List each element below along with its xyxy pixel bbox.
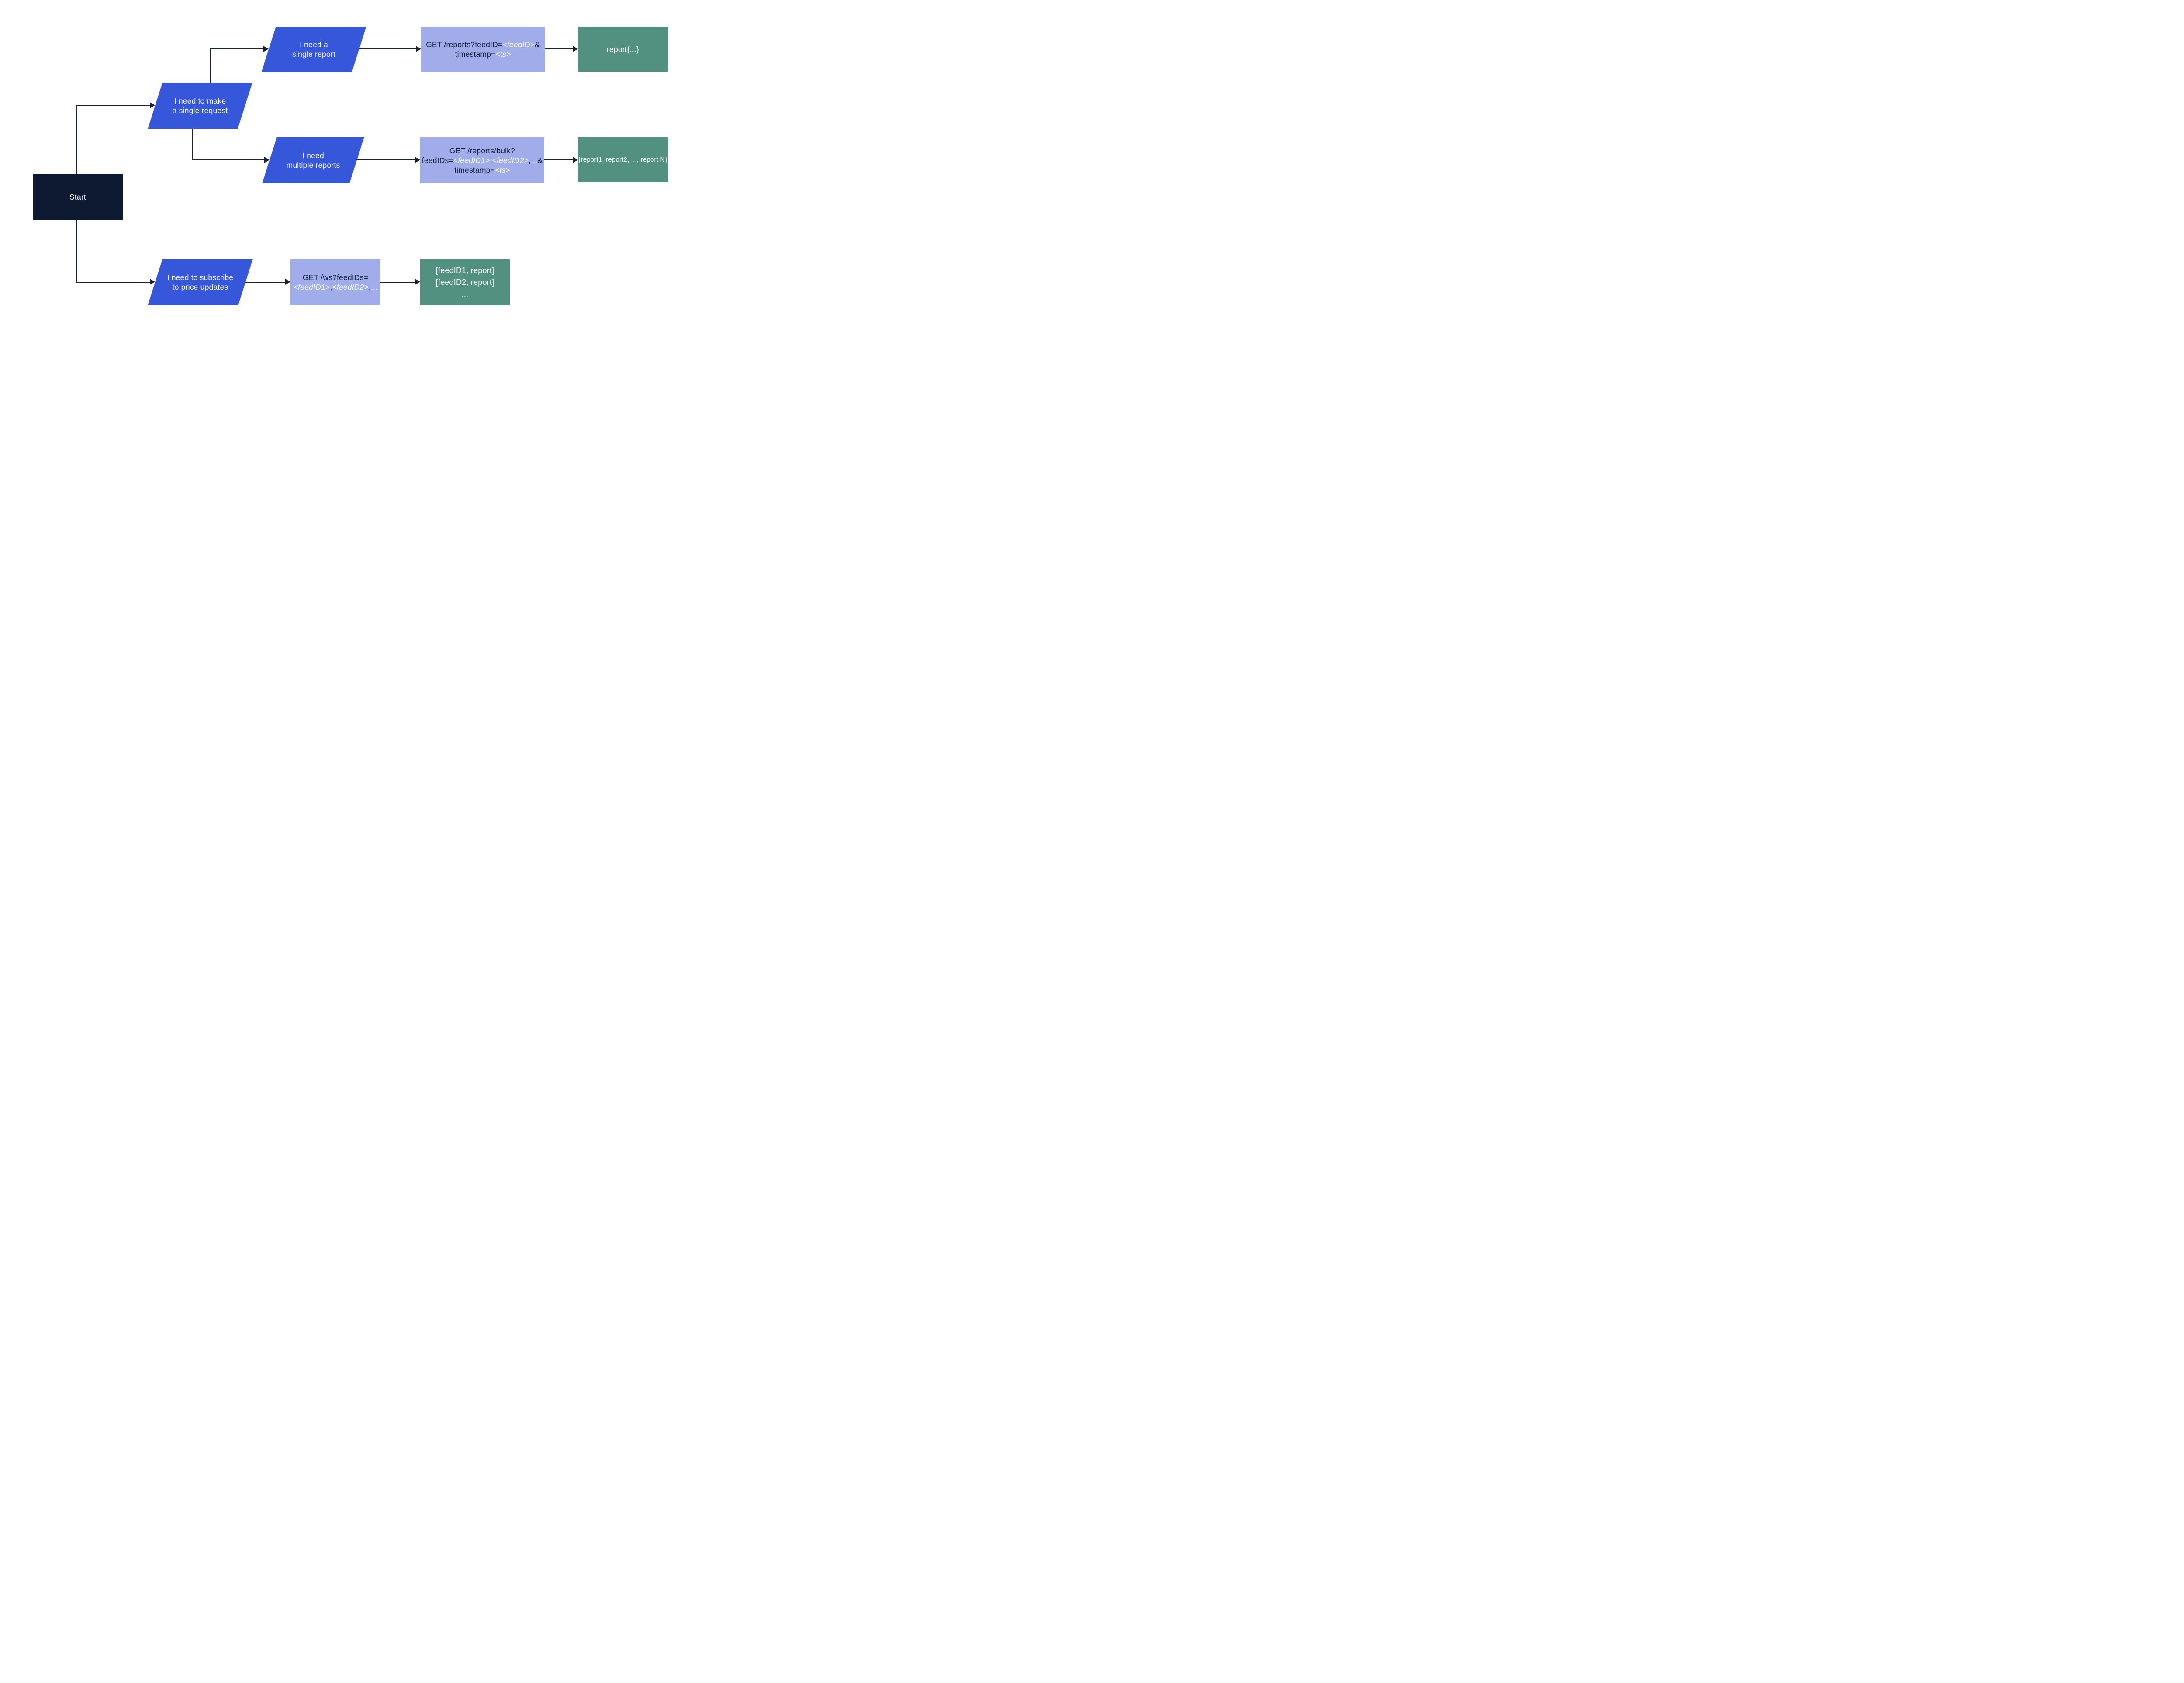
connector-segment	[545, 48, 573, 49]
result-label: [report1, report2, ..., report N]	[579, 156, 667, 163]
connector-segment	[359, 48, 416, 49]
placeholder-text: <ts>	[495, 165, 510, 174]
request-line: timestamp=<ts>	[455, 49, 511, 59]
start-node: Start	[33, 174, 123, 220]
result-websocket-box: [feedID1, report] [feedID2, report] ...	[420, 259, 510, 305]
request-box-shape	[421, 27, 545, 72]
choice-label-line: a single request	[172, 106, 228, 115]
choice-single-request-node: I need to make a single request	[148, 83, 252, 129]
choice-label-line: I need a	[300, 40, 328, 49]
request-bulk-reports-box: GET /reports/bulk? feedIDs=<feedID1>,<fe…	[420, 137, 544, 183]
arrow-head-icon	[573, 157, 578, 163]
placeholder-text: <feedID2>	[492, 156, 529, 165]
request-text: ,	[490, 156, 492, 165]
result-single-report-box: report{...}	[578, 27, 668, 72]
request-text: GET /reports?feedID=	[426, 40, 503, 49]
request-line: GET /reports?feedID=<feedID>&	[426, 40, 540, 49]
result-label-line: ...	[461, 290, 469, 298]
placeholder-text: <feedID1>	[453, 156, 490, 165]
request-text: timestamp=	[455, 49, 496, 59]
connector-segment	[192, 129, 193, 160]
ellipsis-text: ...	[371, 283, 378, 291]
arrow-head-icon	[416, 46, 421, 52]
request-text: feedIDs=	[422, 156, 453, 165]
connector-segment	[380, 282, 415, 283]
arrow-head-icon	[150, 102, 155, 108]
choice-label-line: to price updates	[172, 283, 228, 291]
connector-segment	[356, 159, 415, 160]
arrow-head-icon	[415, 279, 420, 285]
result-label-line: [feedID2, report]	[435, 278, 494, 287]
connector-segment	[76, 282, 150, 283]
connector-segment	[544, 159, 573, 160]
connector-segment	[76, 220, 77, 283]
result-bulk-reports-box: [report1, report2, ..., report N]	[578, 137, 668, 182]
placeholder-text: <feedID1>	[293, 283, 330, 291]
flowchart-canvas: Start I need to make a single request I …	[0, 0, 699, 336]
connector-segment	[210, 48, 211, 83]
arrow-head-icon	[573, 46, 578, 52]
start-label: Start	[69, 193, 86, 201]
result-box-shape	[420, 259, 510, 305]
request-line: GET /ws?feedIDs=	[302, 273, 369, 282]
request-text: &	[537, 156, 543, 165]
request-websocket-box: GET /ws?feedIDs= <feedID1>,<feedID2>,...	[290, 259, 380, 305]
arrow-head-icon	[263, 46, 269, 52]
placeholder-text: <feedID2>	[332, 283, 369, 291]
connector-segment	[210, 48, 264, 49]
request-text: ,	[529, 156, 531, 165]
request-text: timestamp=	[454, 165, 495, 174]
connector-segment	[76, 105, 150, 106]
placeholder-text: <ts>	[495, 49, 511, 59]
request-line: timestamp=<ts>	[454, 165, 510, 175]
request-text: ,	[330, 283, 332, 291]
request-box-shape	[420, 137, 544, 183]
choice-label-line: multiple reports	[286, 160, 340, 170]
result-label-line: [feedID1, report]	[435, 266, 494, 275]
result-box-shape	[578, 137, 668, 182]
choice-single-report-node: I need a single report	[261, 27, 366, 72]
choice-label-line: single report	[292, 50, 335, 59]
arrow-head-icon	[415, 157, 420, 163]
choice-multiple-reports-node: I need multiple reports	[262, 137, 364, 183]
request-line: GET /reports/bulk?	[449, 146, 515, 155]
request-text: &	[535, 40, 540, 49]
ellipsis-text: ...	[531, 156, 538, 165]
result-label: report{...}	[606, 45, 639, 54]
arrow-head-icon	[285, 279, 290, 285]
request-line: <feedID1>,<feedID2>,...	[294, 282, 377, 292]
connector-segment	[245, 282, 286, 283]
request-text: ,	[368, 283, 371, 291]
start-node-shape	[33, 174, 123, 220]
request-line: feedIDs=<feedID1>,<feedID2>,...&	[422, 156, 543, 165]
request-single-report-box: GET /reports?feedID=<feedID>& timestamp=…	[421, 27, 545, 72]
connector-segment	[76, 105, 77, 174]
arrow-head-icon	[264, 157, 270, 163]
connector-segment	[192, 159, 265, 160]
result-box-shape	[578, 27, 668, 72]
choice-label-line: I need to make	[174, 97, 226, 105]
request-box-shape	[290, 259, 380, 305]
choice-subscribe-node: I need to subscribe to price updates	[148, 259, 253, 305]
placeholder-text: <feedID>	[502, 40, 535, 49]
arrow-head-icon	[150, 279, 155, 285]
choice-label-line: I need to subscribe	[167, 273, 234, 282]
choice-label-line: I need	[302, 151, 324, 160]
